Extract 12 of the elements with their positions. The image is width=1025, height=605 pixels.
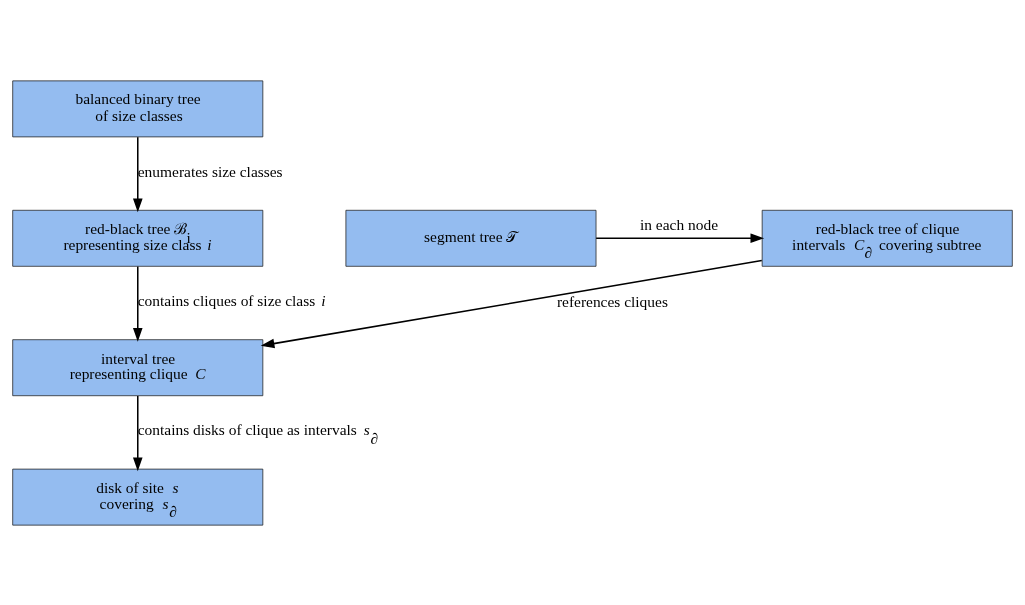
arrow [260, 259, 763, 348]
edge-label: enumerates size classes [137, 162, 283, 180]
node-box: balanced binary tree of size classes [12, 79, 264, 137]
edge-label: contains cliques of size class i [137, 291, 326, 309]
arrow [132, 135, 143, 212]
node-box: interval tree representing clique C [12, 338, 264, 396]
arrow [132, 394, 143, 471]
node-box: segment tree 𝒯 [345, 209, 597, 267]
arrow [595, 232, 765, 243]
edge-label: references cliques [556, 292, 668, 310]
arrow [132, 265, 143, 342]
edge-label: in each node [639, 215, 718, 233]
